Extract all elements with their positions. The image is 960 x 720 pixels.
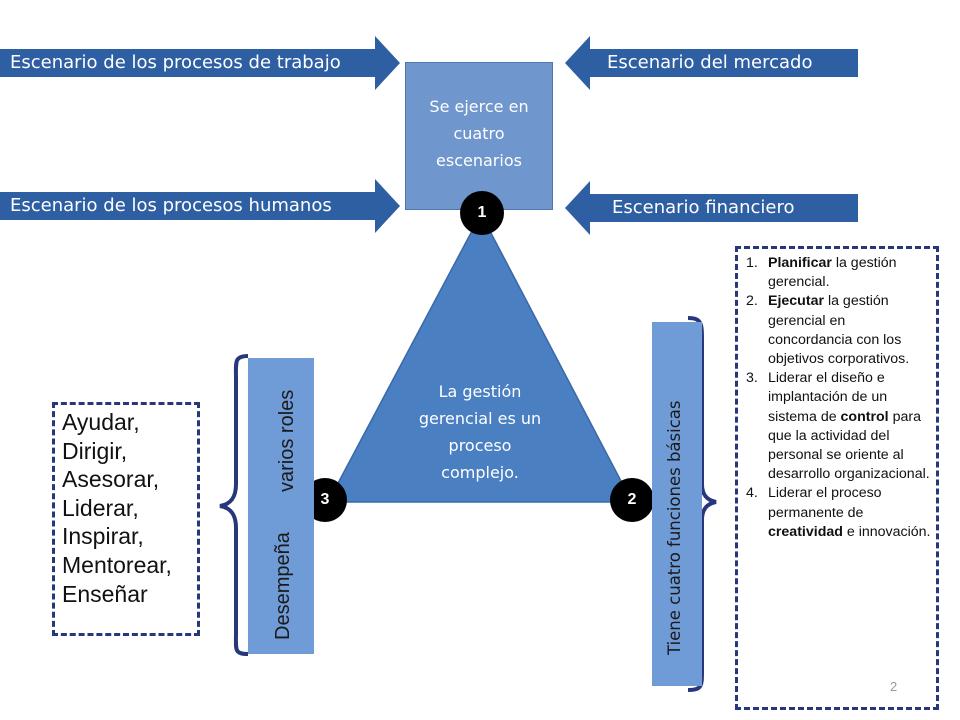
function-text: e innovación. [842,523,931,540]
function-number: 2. [746,293,758,310]
arrow-work-processes [0,36,400,90]
management-triangle [326,212,634,503]
role-item: Enseñar [62,580,148,607]
function-keyword: creatividad [768,523,843,540]
functions-caption: Tiene cuatro funciones básicas [665,400,684,655]
role-item: Asesorar, [62,466,160,493]
role-item: Mentorear, [62,551,172,578]
function-keyword: Planificar [768,255,832,271]
role-item: Inspirar, [62,523,144,550]
function-keyword: control [840,408,889,425]
function-item: 2. Ejecutar la gestión gerencial en conco… [746,292,932,369]
scenario-work-processes-label: Escenario de los procesos de trabajo [10,52,341,73]
functions-list: 1. Planificar la gestión gerencial. 2. Eje… [746,254,932,542]
function-number: 3. [746,370,758,387]
role-item: Liderar, [62,494,139,521]
roles-brace [219,354,249,656]
role-item: Ayudar, [62,409,140,435]
arrow-market [565,36,858,90]
function-number: 4. [746,485,758,502]
function-text: la gestión gerencial en concordancia con… [768,293,910,368]
roles-caption-a: Desempeña [272,532,294,640]
arrow-financial [565,181,858,235]
scenario-human-processes-label: Escenario de los procesos humanos [10,195,332,216]
function-item: 1. Planificar la gestión gerencial. [746,254,932,292]
triangle-text: La gestión gerencial es un proceso compl… [418,382,542,482]
function-text: Liderar el proceso permanente de [768,485,882,521]
function-text: la gestión gerencial. [768,255,897,291]
function-item: 3. Liderar el diseño e implantación de un… [746,369,932,484]
marker-2: 2 [610,478,654,522]
marker-1: 1 [460,191,504,235]
function-text: Liderar el diseño e implantación de un s… [768,370,888,425]
functions-caption-bar [652,322,702,686]
scenarios-box: Se ejerce en cuatro escenarios [405,62,553,210]
function-text: para que la actividad del personal se or… [768,408,930,483]
function-keyword: Ejecutar [768,293,824,310]
arrow-human-processes [0,179,400,233]
roles-list: Ayudar, Dirigir, Asesorar, Liderar, Insp… [62,408,172,608]
scenarios-box-text: Se ejerce en cuatro escenarios [429,97,529,170]
roles-caption-bar [248,358,314,654]
role-item: Dirigir, [62,437,128,464]
roles-box [52,402,200,636]
function-number: 1. [746,255,758,271]
page-number: 2 [890,679,898,694]
scenario-market-label: Escenario del mercado [607,52,813,73]
functions-box [735,246,939,710]
roles-caption-b: varios roles [276,389,298,492]
function-item: 4. Liderar el proceso permanente de creat… [746,484,932,542]
scenario-financial-label: Escenario financiero [612,197,795,218]
